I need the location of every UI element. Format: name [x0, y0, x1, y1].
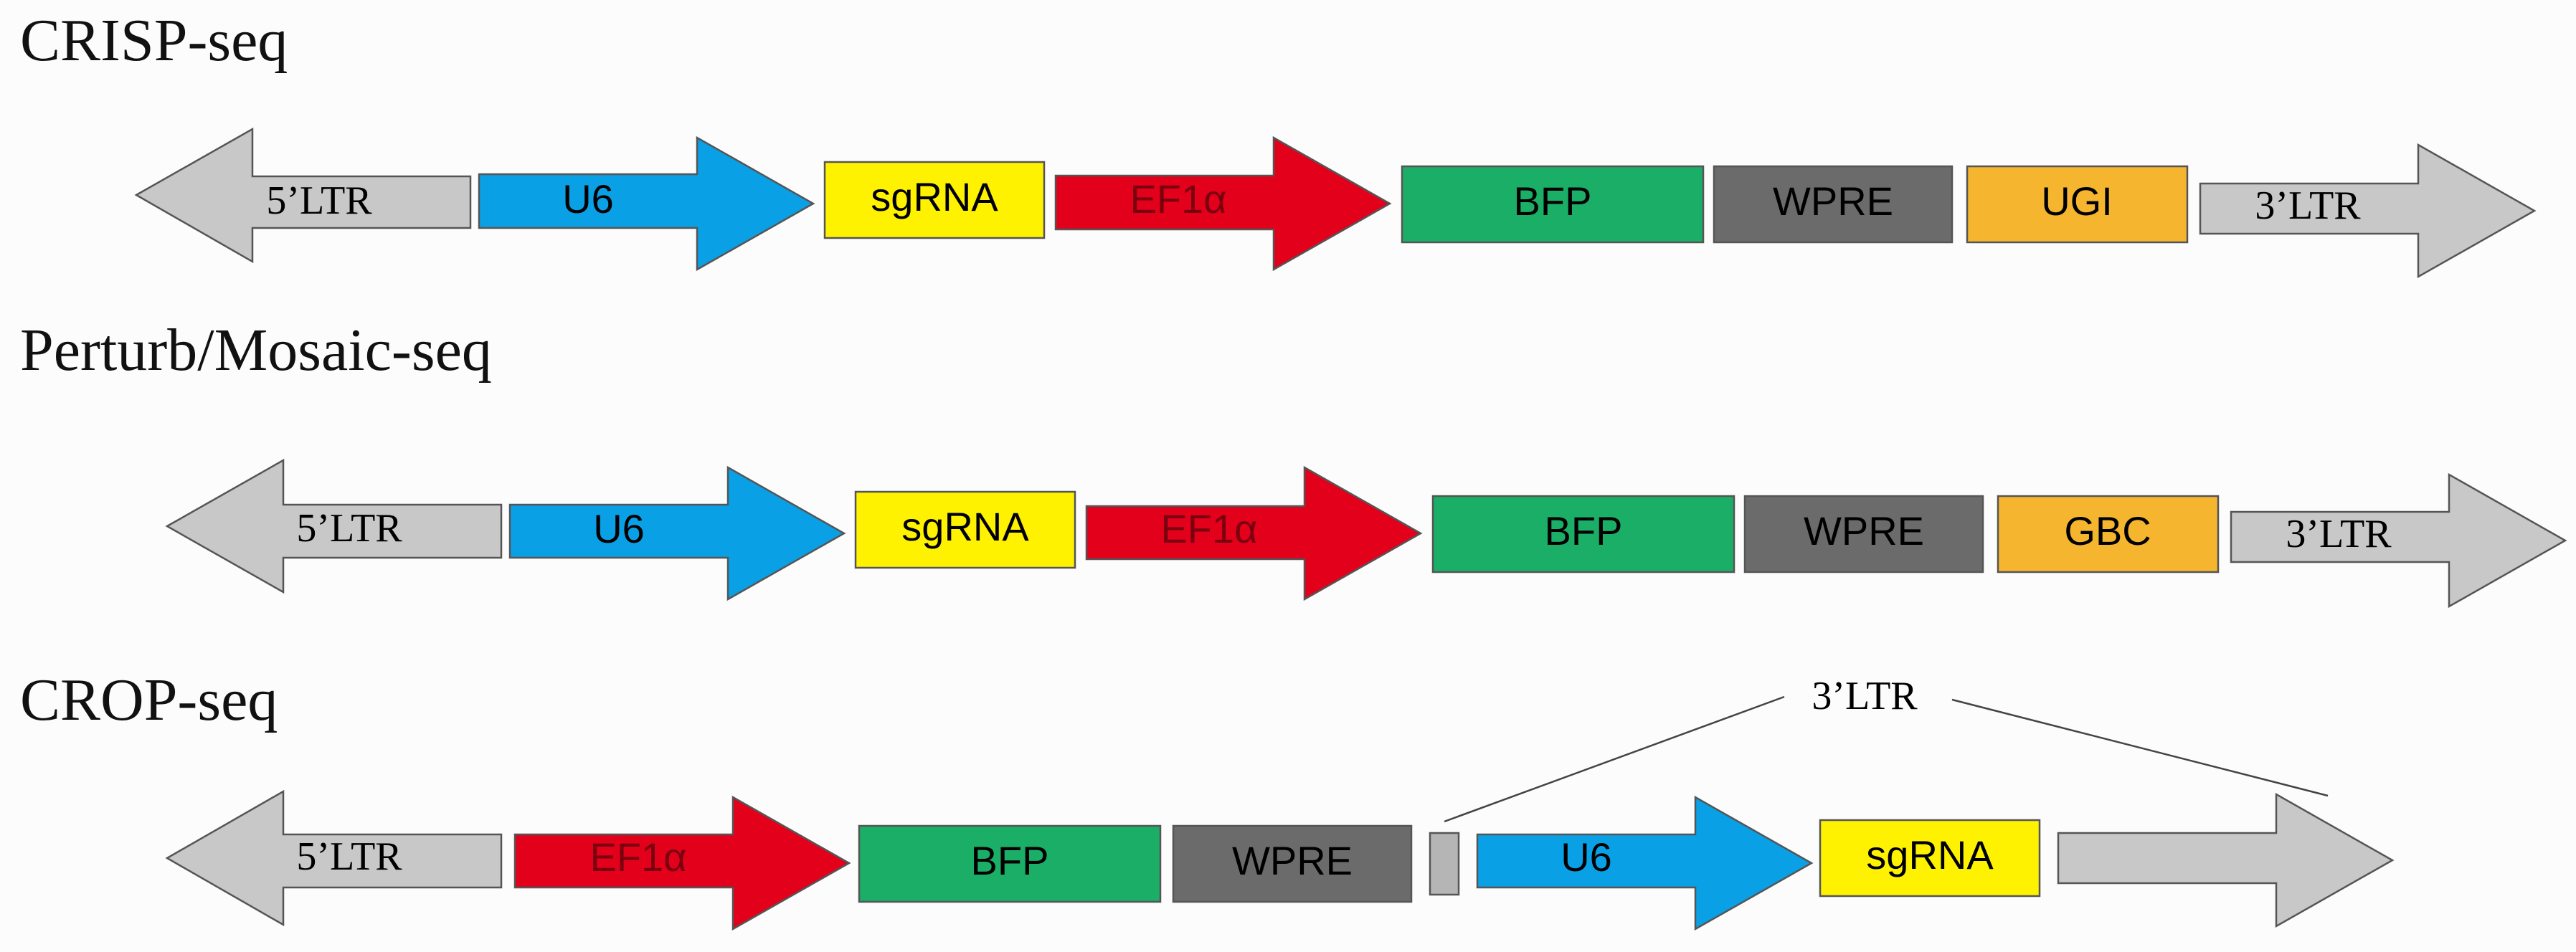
ef1a-arrow	[1085, 465, 1423, 601]
u6-arrow	[478, 135, 815, 272]
construct-crop-seq: CROP-seq 5’LTR EF1α BFP WPRE U6 sgRNA 3’…	[20, 667, 2395, 931]
callout-line-right	[1951, 698, 2329, 797]
ugi-label: UGI	[2041, 178, 2113, 224]
u6-label: U6	[1561, 834, 1612, 880]
construct-title: CROP-seq	[20, 667, 278, 733]
wpre-label: WPRE	[1232, 838, 1353, 883]
construct-crisp-seq: CRISP-seq 5’LTR U6 sgRNA EF1α BFP WPRE U…	[20, 7, 2537, 279]
u6-label: U6	[562, 176, 614, 222]
ltr5-label: 5’LTR	[296, 834, 402, 879]
ltr3-label: 3’LTR	[2255, 184, 2361, 228]
u6-label: U6	[593, 506, 645, 551]
bfp-box	[1431, 495, 1736, 573]
sgrna-box	[823, 161, 1046, 239]
ltr5-arrow	[134, 127, 472, 264]
wpre-box	[1743, 495, 1984, 573]
ltr3-label: 3’LTR	[2286, 512, 2392, 556]
gbc-label: GBC	[2064, 508, 2151, 553]
bfp-box	[1401, 165, 1705, 244]
sgrna-label: sgRNA	[1866, 832, 1994, 877]
ltr5-arrow	[165, 458, 503, 594]
ef1a-label: EF1α	[1160, 506, 1257, 551]
bfp-label: BFP	[971, 838, 1049, 883]
gbc-box	[1997, 495, 2220, 573]
ef1a-arrow	[1054, 135, 1392, 272]
construct-title: CRISP-seq	[20, 7, 288, 74]
ltr3-fragment-bar	[1429, 832, 1460, 896]
ugi-box	[1966, 165, 2189, 244]
u6-arrow	[1476, 795, 1814, 931]
callout-line-left	[1444, 695, 1785, 823]
ltr3-arrow	[2230, 472, 2567, 609]
bfp-box	[858, 824, 1162, 903]
wpre-box	[1172, 824, 1413, 903]
wpre-label: WPRE	[1804, 508, 1924, 553]
ltr5-arrow	[165, 789, 503, 927]
sgrna-box	[854, 490, 1076, 569]
ltr5-label: 5’LTR	[296, 506, 402, 551]
sgrna-label: sgRNA	[901, 504, 1029, 549]
ltr3-arrow	[2057, 792, 2395, 928]
bfp-label: BFP	[1514, 178, 1592, 224]
callout-ltr3-label: 3’LTR	[1812, 674, 1918, 718]
construct-perturb-mosaic-seq: Perturb/Mosaic-seq 5’LTR U6 sgRNA EF1α B…	[20, 317, 2567, 609]
ef1a-label: EF1α	[589, 834, 686, 880]
bfp-label: BFP	[1545, 508, 1623, 553]
ltr3-arrow	[2199, 143, 2537, 279]
u6-arrow	[508, 465, 846, 601]
ltr5-label: 5’LTR	[266, 178, 372, 223]
sgrna-box	[1819, 819, 2041, 898]
wpre-box	[1713, 165, 1954, 244]
sgrna-label: sgRNA	[871, 174, 998, 219]
ef1a-arrow	[513, 795, 851, 931]
ef1a-label: EF1α	[1130, 176, 1226, 222]
construct-title: Perturb/Mosaic-seq	[20, 317, 492, 384]
wpre-label: WPRE	[1773, 178, 1893, 224]
